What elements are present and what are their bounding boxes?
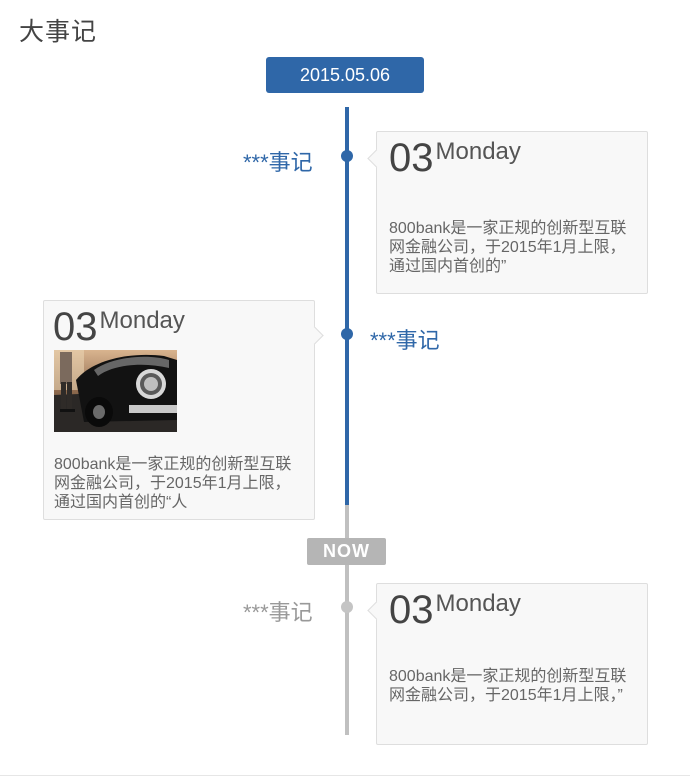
now-badge: NOW — [307, 538, 386, 565]
event-card[interactable]: 03Monday 800bank是一家正规的创新型互联网金融公司，于2015年1… — [367, 131, 648, 294]
event-label[interactable]: ***事记 — [243, 150, 313, 175]
date-badge: 2015.05.06 — [266, 57, 424, 93]
car-photo-image — [54, 350, 177, 432]
event-description: 800bank是一家正规的创新型互联网金融公司，于2015年1月上限，通过国内首… — [54, 456, 292, 511]
event-card[interactable]: 03Monday 800bank是一家正规的创新型互联网金融公司，于2015年1… — [367, 583, 648, 745]
card-date: 03Monday — [389, 588, 521, 633]
timeline-dot — [341, 150, 353, 162]
day-number: 03 — [53, 305, 98, 349]
timeline-line-upcoming — [345, 107, 349, 505]
card-date: 03Monday — [53, 305, 185, 350]
timeline-line-past — [345, 505, 349, 538]
card-pointer — [305, 326, 324, 345]
timeline-dot — [341, 601, 353, 613]
divider — [0, 775, 690, 776]
event-label[interactable]: ***事记 — [370, 328, 440, 353]
weekday: Monday — [435, 138, 521, 165]
day-number: 03 — [389, 136, 434, 180]
page-title: 大事记 — [19, 18, 98, 46]
event-card[interactable]: 03Monday — [43, 300, 324, 520]
event-label[interactable]: ***事记 — [243, 600, 313, 625]
event-photo[interactable] — [54, 350, 177, 432]
card-date: 03Monday — [389, 136, 521, 181]
card-pointer — [367, 149, 386, 168]
weekday: Monday — [435, 590, 521, 617]
event-description: 800bank是一家正规的创新型互联网金融公司，于2015年1月上限，通过国内首… — [389, 220, 627, 275]
timeline-dot — [341, 328, 353, 340]
day-number: 03 — [389, 588, 434, 632]
timeline-line-past — [345, 565, 349, 735]
card-pointer — [367, 601, 386, 620]
event-description: 800bank是一家正规的创新型互联网金融公司，于2015年1月上限，” — [389, 668, 627, 704]
weekday: Monday — [99, 307, 185, 334]
